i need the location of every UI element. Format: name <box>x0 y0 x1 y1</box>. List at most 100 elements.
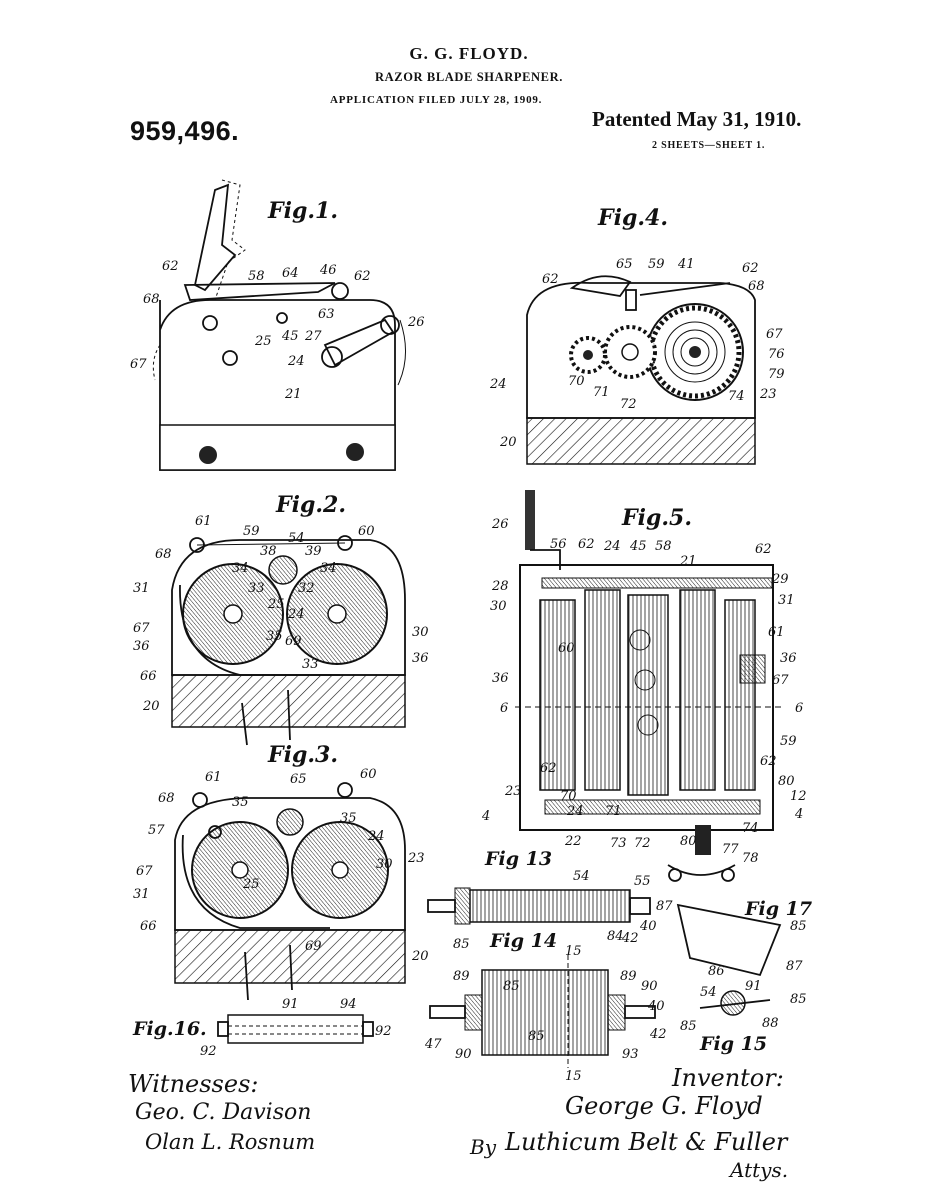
fig14-title: Fig 14 <box>490 930 558 952</box>
svg-text:76: 76 <box>768 347 785 362</box>
svg-text:94: 94 <box>340 997 357 1012</box>
fig4-title: Fig.4. <box>598 205 668 231</box>
svg-text:92: 92 <box>200 1044 217 1059</box>
svg-text:47: 47 <box>424 1037 442 1052</box>
svg-text:28: 28 <box>491 579 509 594</box>
fig3-title: Fig.3. <box>268 742 338 768</box>
fig15-title: Fig 15 <box>700 1033 768 1055</box>
inventor-label: Inventor: <box>672 1064 784 1092</box>
svg-text:68: 68 <box>155 547 172 562</box>
fig15-drawing: 54 91 85 85 88 <box>680 979 807 1034</box>
svg-text:38: 38 <box>260 544 277 559</box>
svg-text:60: 60 <box>358 524 375 539</box>
svg-text:69: 69 <box>305 939 322 954</box>
fig16-drawing: 91 94 92 92 <box>200 997 392 1059</box>
fig2-drawing: 61 59 60 68 38 54 39 34 34 31 33 32 25 2… <box>133 514 429 746</box>
svg-text:62: 62 <box>354 269 371 284</box>
svg-text:23: 23 <box>504 784 522 799</box>
svg-text:54: 54 <box>700 985 717 1000</box>
svg-text:36: 36 <box>492 671 509 686</box>
fig3-drawing: 61 65 60 68 35 57 35 67 24 30 23 31 25 6… <box>133 767 429 1001</box>
attorneys-signature: Luthicum Belt & Fuller <box>505 1128 788 1156</box>
svg-text:26: 26 <box>407 315 425 330</box>
svg-text:87: 87 <box>786 959 803 974</box>
svg-text:21: 21 <box>679 554 697 569</box>
sheet-count: 2 SHEETS—SHEET 1. <box>652 140 766 151</box>
svg-text:33: 33 <box>302 657 319 672</box>
witnesses-label: Witnesses: <box>128 1070 259 1098</box>
application-filed: APPLICATION FILED JULY 28, 1909. <box>330 94 543 106</box>
svg-text:70: 70 <box>560 789 577 804</box>
svg-text:68: 68 <box>158 791 175 806</box>
svg-text:80: 80 <box>680 834 697 849</box>
svg-text:78: 78 <box>742 851 759 866</box>
svg-text:63: 63 <box>318 307 335 322</box>
svg-text:58: 58 <box>655 539 672 554</box>
svg-text:85: 85 <box>453 937 470 952</box>
svg-text:45: 45 <box>629 539 647 554</box>
fig17-drawing: 87 85 86 87 <box>656 899 807 979</box>
svg-text:35: 35 <box>340 811 357 826</box>
svg-text:61: 61 <box>768 625 785 640</box>
svg-text:79: 79 <box>768 367 785 382</box>
svg-text:36: 36 <box>133 639 150 654</box>
svg-text:33: 33 <box>248 581 265 596</box>
by-label: By <box>470 1135 496 1159</box>
svg-text:41: 41 <box>677 257 695 272</box>
svg-text:30: 30 <box>376 857 393 872</box>
svg-text:54: 54 <box>573 869 590 884</box>
svg-text:36: 36 <box>412 651 429 666</box>
svg-text:85: 85 <box>528 1029 545 1044</box>
svg-text:66: 66 <box>140 919 157 934</box>
svg-text:67: 67 <box>130 357 147 372</box>
svg-text:66: 66 <box>140 669 157 684</box>
svg-text:20: 20 <box>142 699 160 714</box>
patent-title: RAZOR BLADE SHARPENER. <box>375 70 563 84</box>
svg-text:64: 64 <box>282 266 299 281</box>
svg-text:40: 40 <box>639 919 657 934</box>
svg-text:42: 42 <box>621 931 639 946</box>
svg-text:60: 60 <box>558 641 575 656</box>
svg-text:62: 62 <box>162 259 179 274</box>
svg-text:24: 24 <box>367 829 385 844</box>
svg-text:57: 57 <box>148 823 165 838</box>
svg-text:25: 25 <box>254 334 272 349</box>
svg-text:6: 6 <box>795 701 803 716</box>
svg-text:90: 90 <box>641 979 658 994</box>
svg-text:85: 85 <box>790 919 807 934</box>
svg-text:29: 29 <box>771 572 789 587</box>
fig14-drawing: 15 89 89 90 85 40 42 85 47 90 93 15 <box>424 944 667 1084</box>
svg-text:74: 74 <box>728 389 745 404</box>
svg-text:84: 84 <box>607 929 624 944</box>
svg-text:71: 71 <box>593 385 610 400</box>
svg-text:72: 72 <box>620 397 637 412</box>
svg-text:85: 85 <box>503 979 520 994</box>
svg-text:89: 89 <box>453 969 470 984</box>
svg-text:55: 55 <box>634 874 651 889</box>
svg-text:61: 61 <box>205 770 222 785</box>
svg-text:15: 15 <box>565 944 582 959</box>
svg-text:34: 34 <box>232 561 249 576</box>
fig1-title: Fig.1. <box>268 198 338 224</box>
witness-2-signature: Olan L. Rosnum <box>145 1130 316 1154</box>
svg-text:23: 23 <box>759 387 777 402</box>
svg-text:24: 24 <box>603 539 621 554</box>
svg-text:73: 73 <box>610 836 627 851</box>
svg-text:85: 85 <box>790 992 807 1007</box>
svg-text:59: 59 <box>780 734 797 749</box>
fig1-drawing: 62 58 64 46 62 68 63 45 27 26 67 25 24 2… <box>130 179 425 471</box>
svg-text:12: 12 <box>790 789 807 804</box>
fig2-title: Fig.2. <box>276 492 346 518</box>
svg-text:21: 21 <box>284 387 302 402</box>
svg-text:4: 4 <box>794 807 803 822</box>
svg-text:71: 71 <box>605 804 622 819</box>
svg-text:15: 15 <box>565 1069 582 1084</box>
fig4-drawing: 62 65 59 41 62 68 67 76 24 70 71 72 79 7… <box>489 257 785 465</box>
svg-text:26: 26 <box>491 517 509 532</box>
fig13-title: Fig 13 <box>485 848 553 870</box>
svg-text:35: 35 <box>266 629 283 644</box>
svg-text:54: 54 <box>288 531 305 546</box>
svg-text:60: 60 <box>360 767 377 782</box>
svg-text:25: 25 <box>267 597 285 612</box>
